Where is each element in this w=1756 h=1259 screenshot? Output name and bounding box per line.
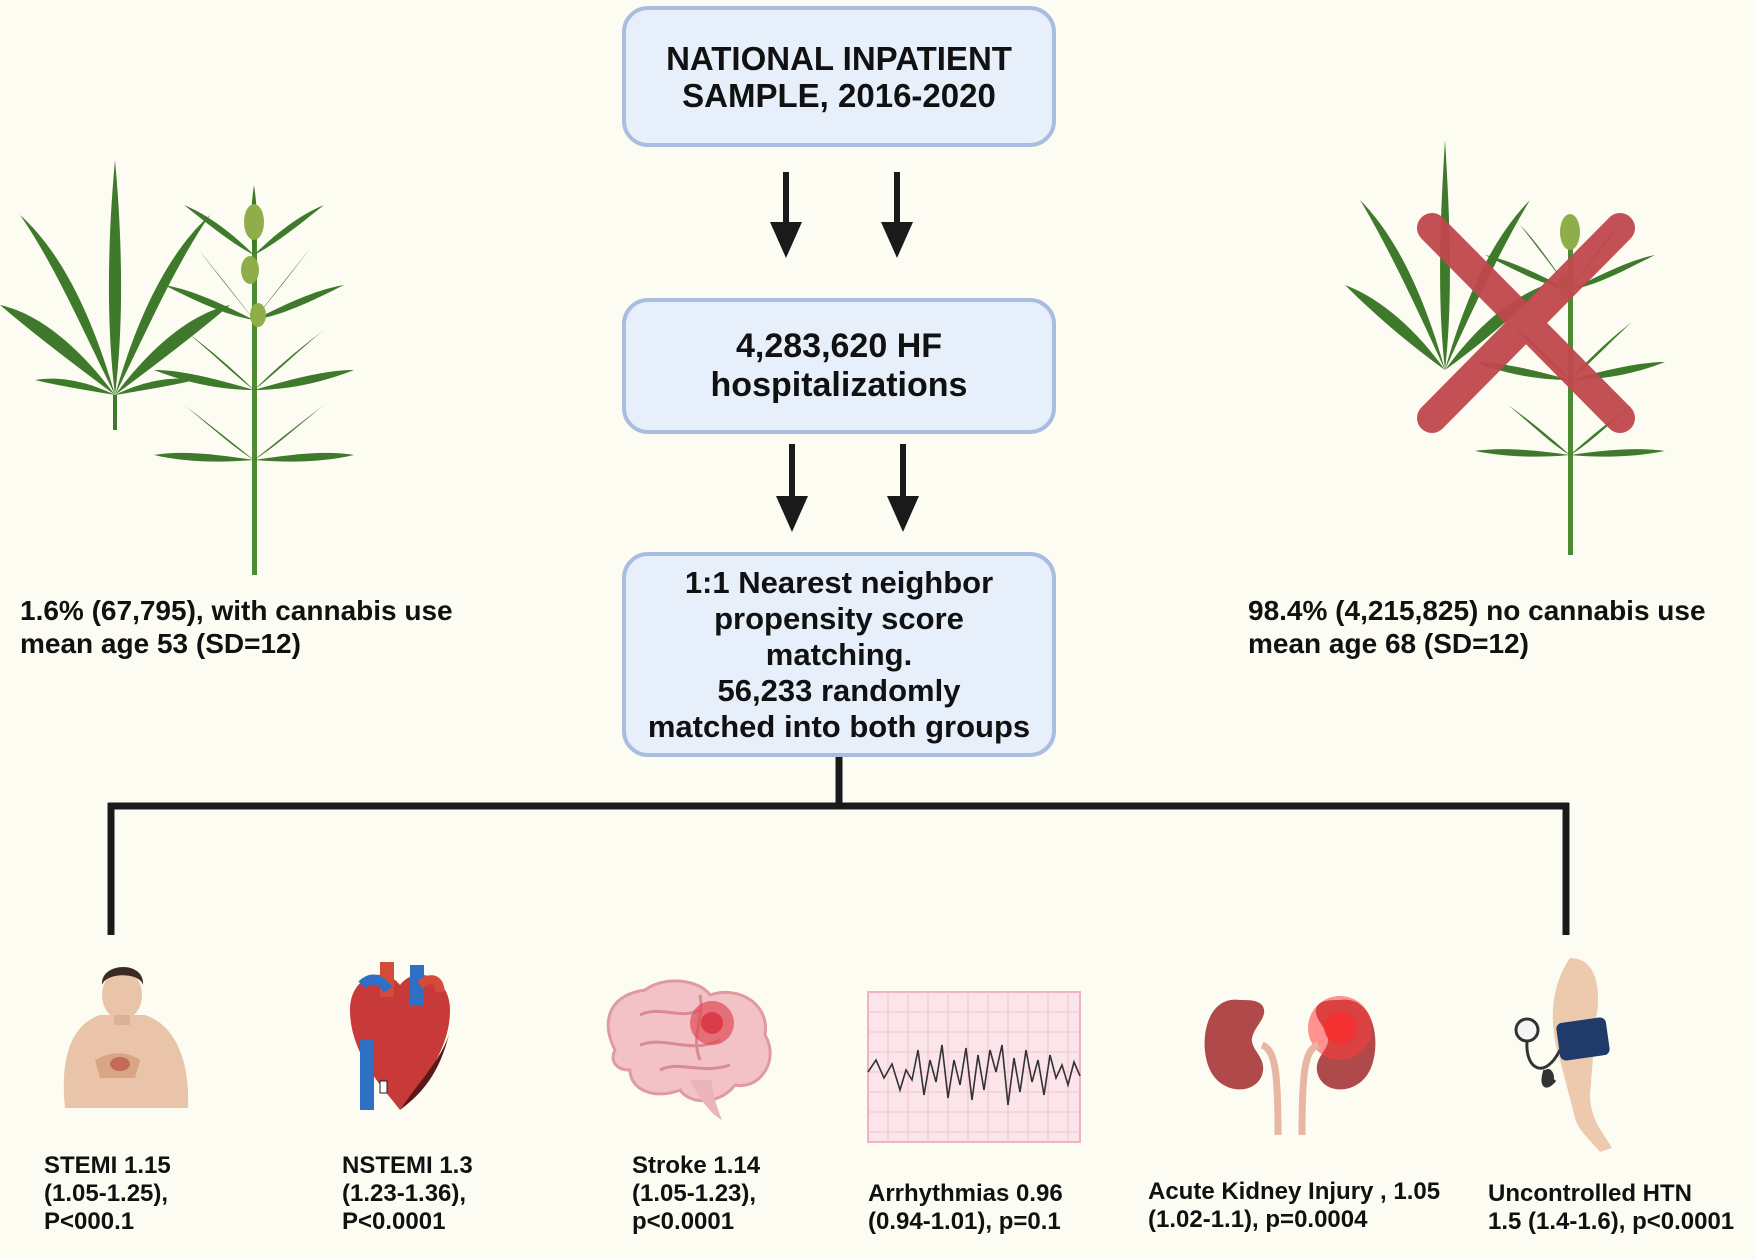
heart-icon — [350, 962, 450, 1110]
outcome-htn-line-1: Uncontrolled HTN — [1488, 1180, 1692, 1207]
source-line-2: SAMPLE, 2016-2020 — [682, 76, 996, 114]
cannabis-group-line-1: 1.6% (67,795), with cannabis use — [20, 595, 453, 626]
arrow-pair-1 — [770, 172, 913, 258]
outcome-arrhythmias-line-1: Arrhythmias 0.96 — [868, 1180, 1063, 1207]
outcome-stroke-line-3: p<0.0001 — [632, 1208, 735, 1235]
blood-pressure-cuff-icon — [1514, 958, 1612, 1152]
kidneys-icon — [1204, 996, 1376, 1136]
cannabis-group-text: 1.6% (67,795), with cannabis use mean ag… — [20, 594, 453, 660]
matching-line-5: matched into both groups — [647, 708, 1031, 744]
cannabis-group-line-2: mean age 53 (SD=12) — [20, 628, 301, 659]
cohort-line-1: 4,283,620 HF — [735, 327, 943, 365]
outcome-nstemi-line-2: (1.23-1.36), — [342, 1180, 467, 1207]
cross-mark-icon — [1417, 213, 1635, 433]
outcome-stemi: STEMI 1.15 (1.05-1.25), P<000.1 — [44, 1152, 171, 1236]
cohort-box: 4,283,620 HF hospitalizations — [622, 298, 1056, 434]
outcome-aki: Acute Kidney Injury , 1.05 (1.02-1.1), p… — [1148, 1178, 1440, 1234]
outcome-nstemi-line-3: P<0.0001 — [342, 1208, 446, 1235]
brain-icon — [606, 979, 772, 1120]
outcome-stemi-line-1: STEMI 1.15 — [44, 1152, 171, 1179]
outcome-stroke-line-1: Stroke 1.14 — [632, 1152, 761, 1179]
source-box: NATIONAL INPATIENT SAMPLE, 2016-2020 — [622, 6, 1056, 147]
cohort-line-2: hospitalizations — [710, 366, 968, 404]
outcome-stroke-line-2: (1.05-1.23), — [632, 1180, 757, 1207]
outcome-aki-line-2: (1.02-1.1), p=0.0004 — [1148, 1206, 1368, 1233]
matching-line-2: propensity score — [714, 600, 964, 636]
no-cannabis-group-line-2: mean age 68 (SD=12) — [1248, 628, 1529, 659]
outcome-nstemi: NSTEMI 1.3 (1.23-1.36), P<0.0001 — [342, 1152, 473, 1236]
no-cannabis-group-line-1: 98.4% (4,215,825) no cannabis use — [1248, 595, 1706, 626]
outcome-arrhythmias-line-2: (0.94-1.01), p=0.1 — [868, 1208, 1061, 1235]
man-chest-pain-icon — [63, 966, 189, 1108]
no-cannabis-group-text: 98.4% (4,215,825) no cannabis use mean a… — [1248, 594, 1706, 660]
source-line-1: NATIONAL INPATIENT — [666, 39, 1012, 77]
branch-connector — [107, 757, 1570, 935]
ecg-icon — [867, 991, 1081, 1143]
outcome-stroke: Stroke 1.14 (1.05-1.23), p<0.0001 — [632, 1152, 760, 1236]
matching-line-3: matching. — [765, 636, 913, 672]
outcome-htn: Uncontrolled HTN 1.5 (1.4-1.6), p<0.0001 — [1488, 1180, 1734, 1236]
outcome-aki-line-1: Acute Kidney Injury , 1.05 — [1148, 1178, 1441, 1205]
outcome-arrhythmias: Arrhythmias 0.96 (0.94-1.01), p=0.1 — [868, 1180, 1063, 1236]
matching-box: 1:1 Nearest neighbor propensity score ma… — [622, 552, 1056, 757]
outcome-nstemi-line-1: NSTEMI 1.3 — [342, 1152, 473, 1179]
outcome-stemi-line-2: (1.05-1.25), — [44, 1180, 169, 1207]
matching-line-1: 1:1 Nearest neighbor — [684, 564, 994, 600]
outcome-stemi-line-3: P<000.1 — [44, 1208, 135, 1235]
outcome-htn-line-2: 1.5 (1.4-1.6), p<0.0001 — [1488, 1208, 1735, 1235]
matching-line-4: 56,233 randomly — [717, 672, 961, 708]
arrow-pair-2 — [776, 444, 919, 532]
